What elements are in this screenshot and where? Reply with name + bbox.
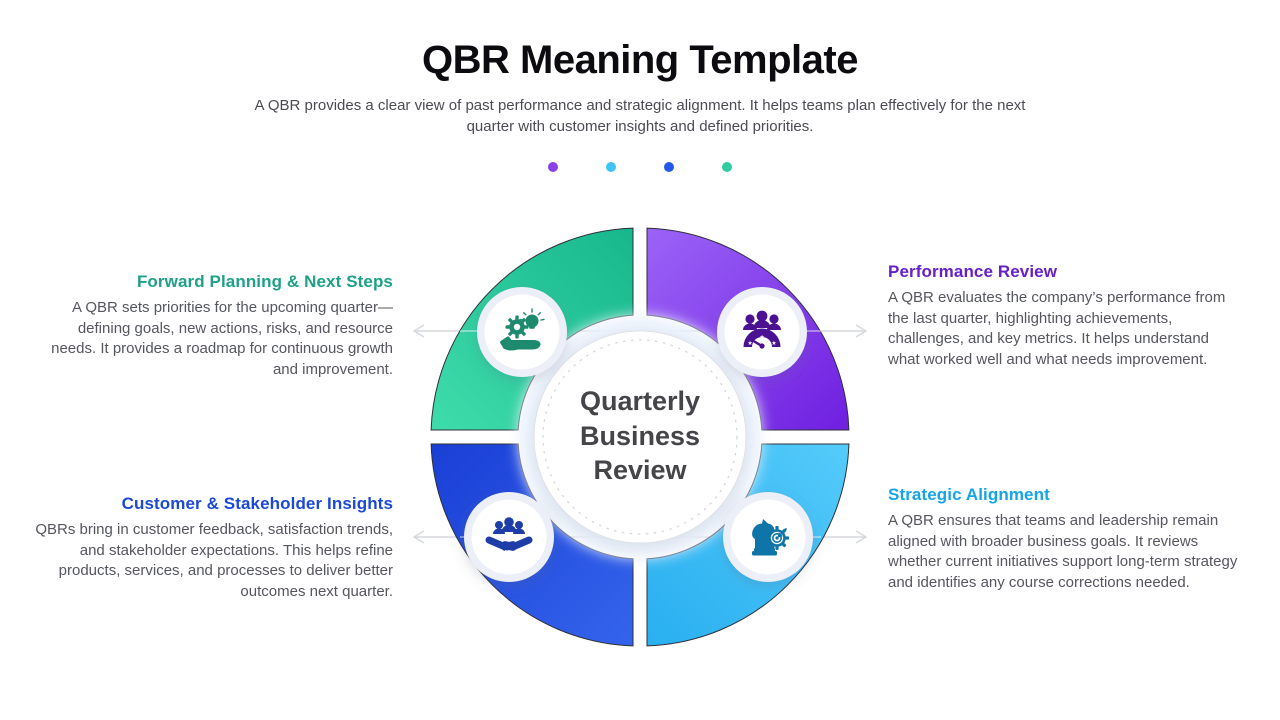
page-title: QBR Meaning Template	[422, 38, 858, 82]
section-title: Performance Review	[888, 262, 1058, 281]
center-dashed-ring	[542, 339, 738, 535]
diagram-center-label: Quarterly Business Review	[579, 386, 701, 486]
badge-face	[471, 499, 547, 575]
legend-dot-skyblue	[606, 162, 616, 172]
performance-review-badge: ★ ★ ★	[717, 287, 807, 377]
section-body: A QBR sets priorities for the upcoming q…	[51, 299, 393, 379]
section-title: Customer & Stakeholder Insights	[121, 494, 393, 513]
team-gauge-icon: ★ ★ ★	[743, 310, 781, 349]
svg-text:★: ★	[771, 340, 776, 347]
section-strategic-alignment: Strategic Alignment A QBR ensures that t…	[888, 485, 1238, 594]
color-legend-dots	[0, 162, 1280, 172]
section-body: QBRs bring in customer feedback, satisfa…	[35, 521, 393, 601]
chess-knight-target-icon	[752, 519, 789, 556]
page-subtitle: A QBR provides a clear view of past perf…	[254, 97, 1026, 135]
svg-text:★: ★	[759, 334, 764, 341]
section-forward-planning: Forward Planning & Next Steps A QBR sets…	[33, 272, 393, 381]
legend-dot-green	[722, 162, 732, 172]
svg-text:★: ★	[747, 340, 752, 347]
strategic-alignment-badge	[723, 492, 813, 582]
section-performance-review: Performance Review A QBR evaluates the c…	[888, 262, 1238, 371]
section-title: Strategic Alignment	[888, 485, 1050, 504]
hand-gear-lightbulb-icon	[500, 308, 545, 351]
section-body: A QBR ensures that teams and leadership …	[888, 512, 1238, 592]
forward-planning-badge	[477, 287, 567, 377]
section-body: A QBR evaluates the company’s performanc…	[888, 289, 1226, 369]
legend-dot-purple	[548, 162, 558, 172]
legend-dot-blue	[664, 162, 674, 172]
center-circle	[533, 330, 747, 544]
section-title: Forward Planning & Next Steps	[136, 272, 393, 291]
customer-insights-badge	[464, 492, 554, 582]
qbr-cycle-diagram: ★ ★ ★	[412, 227, 868, 647]
section-customer-insights: Customer & Stakeholder Insights QBRs bri…	[33, 494, 393, 603]
people-handshake-icon	[485, 517, 533, 554]
